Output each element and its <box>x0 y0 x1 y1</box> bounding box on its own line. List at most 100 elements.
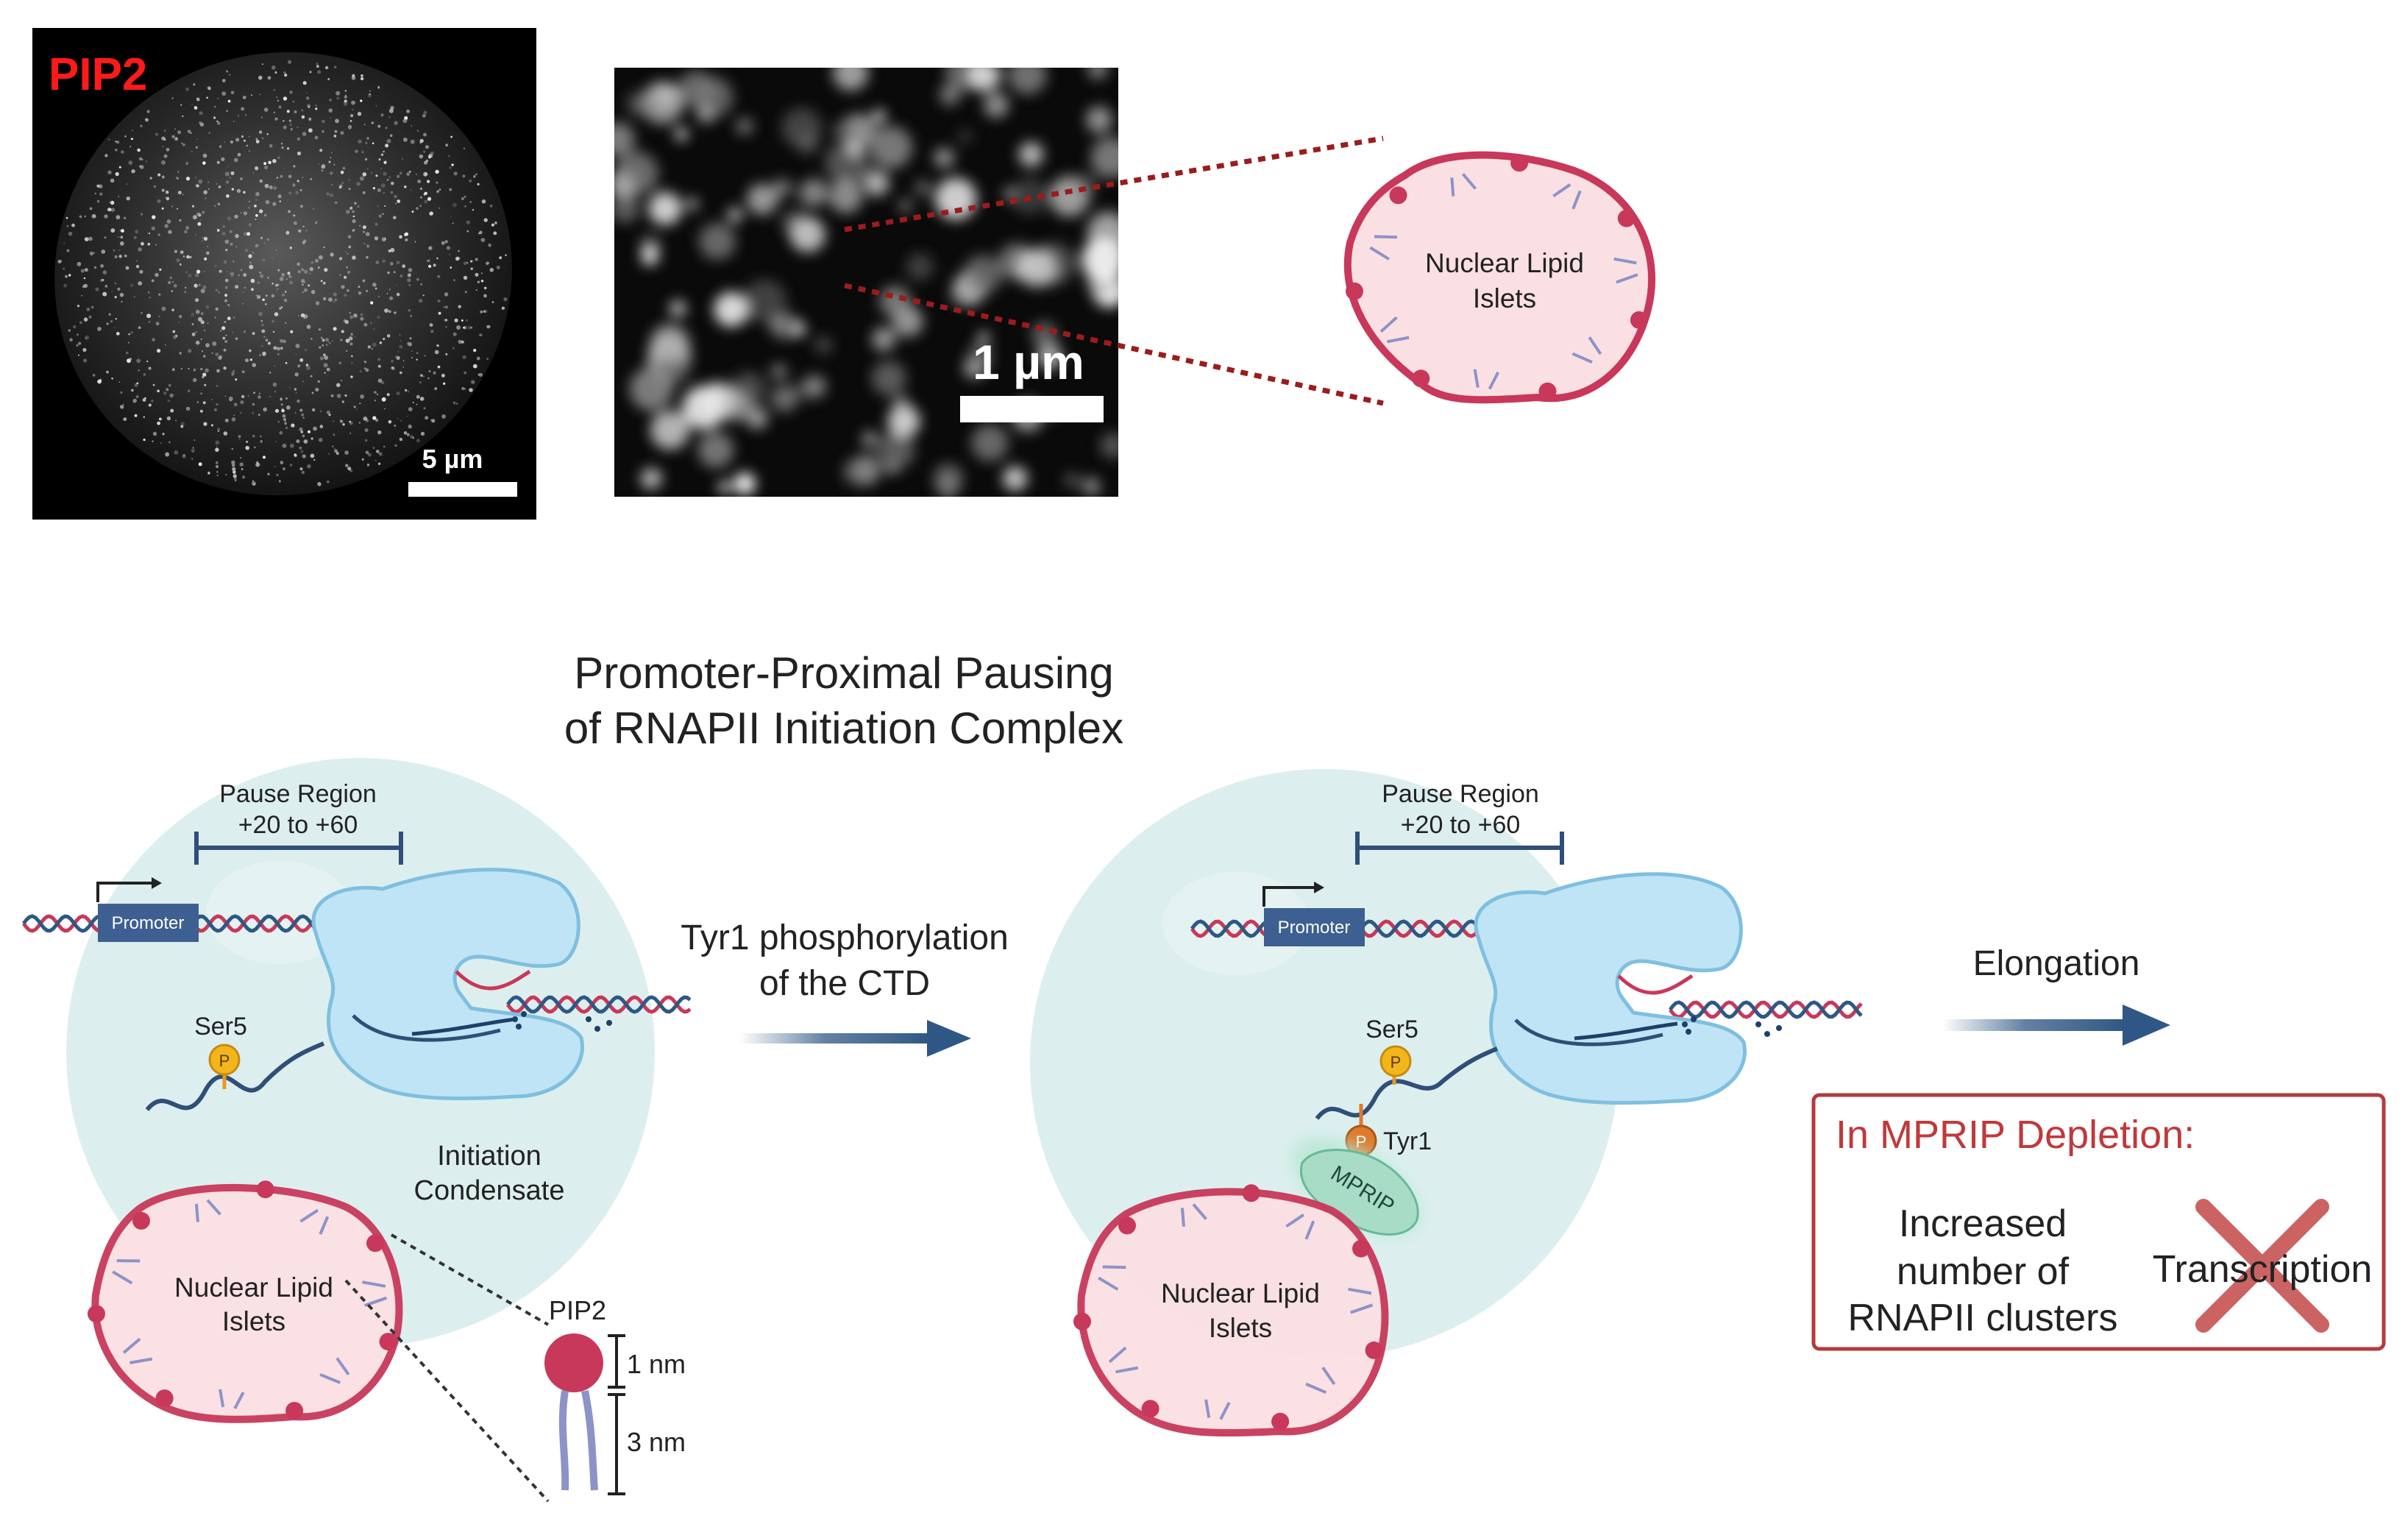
zoom-puncta <box>614 68 1118 497</box>
pip2-punctum <box>79 215 82 219</box>
zoom-punctum <box>934 177 977 220</box>
pip2-punctum <box>266 238 270 241</box>
pip2-punctum <box>180 367 182 370</box>
pip2-punctum <box>252 480 255 482</box>
pip2-punctum <box>132 138 134 141</box>
pip2-punctum <box>371 121 374 124</box>
pip2-punctum <box>478 372 483 377</box>
pip2-head-size: 1 nm <box>627 1349 686 1379</box>
dna-strand-red <box>1669 1000 1863 1019</box>
pip2-punctum <box>405 116 408 118</box>
zoom-punctum <box>614 194 640 223</box>
pip2-punctum <box>323 246 325 249</box>
pip2-punctum <box>202 285 207 289</box>
pip2-punctum <box>428 264 432 268</box>
pip2-punctum <box>423 132 427 137</box>
pip2-punctum <box>217 431 219 433</box>
pip2-punctum <box>384 205 386 207</box>
pip2-punctum <box>326 367 330 372</box>
pip2-punctum <box>283 418 286 422</box>
pip2-punctum <box>372 187 375 190</box>
pip2-punctum <box>172 281 174 283</box>
pip2-punctum <box>151 279 155 283</box>
pip2-punctum <box>341 182 344 184</box>
pip2-punctum <box>149 177 152 180</box>
pip2-punctum <box>308 105 310 108</box>
zoom-punctum <box>773 178 792 197</box>
pip2-punctum <box>76 333 79 336</box>
pip2-puncta <box>57 60 508 486</box>
pip2-punctum <box>259 93 260 96</box>
pip2-punctum <box>310 437 313 440</box>
pip2-punctum <box>422 294 425 297</box>
zoom-punctum <box>877 431 914 469</box>
pip2-punctum <box>263 242 266 244</box>
pip2-punctum <box>204 383 207 386</box>
pip2-punctum <box>223 431 228 436</box>
pip2-punctum <box>477 183 480 185</box>
pip2-punctum <box>240 212 242 214</box>
pip2-punctum <box>285 278 288 280</box>
pip2-punctum <box>377 205 379 207</box>
pip2-punctum <box>191 313 195 316</box>
zoom-punctum <box>803 375 827 398</box>
pip2-punctum <box>272 202 277 206</box>
pip2-punctum <box>180 422 185 426</box>
pip2-punctum <box>68 231 73 236</box>
zoom-punctum <box>1002 466 1028 492</box>
pip2-punctum <box>224 141 226 144</box>
pip2-punctum <box>386 178 389 182</box>
diagram-title-line-1: Promoter-Proximal Pausing <box>574 648 1114 698</box>
pip2-punctum <box>354 336 356 338</box>
pip2-tail-marker <box>1098 1265 1126 1291</box>
pip2-punctum <box>302 454 307 458</box>
pip2-punctum <box>177 208 178 210</box>
pip2-punctum <box>227 271 228 272</box>
pip2-head-marker <box>379 1333 397 1351</box>
pip2-punctum <box>232 261 235 263</box>
pip2-punctum <box>352 255 356 260</box>
right-rna-strand <box>1617 974 1694 995</box>
pip2-punctum <box>469 327 472 329</box>
pip2-punctum <box>224 171 230 177</box>
pip2-punctum <box>274 391 277 393</box>
pip2-punctum <box>174 284 177 288</box>
pip2-punctum <box>196 212 201 217</box>
pip2-punctum <box>352 210 355 213</box>
pip2-punctum <box>466 220 471 225</box>
pip2-punctum <box>204 330 206 332</box>
pip2-punctum <box>501 306 505 310</box>
pip2-punctum <box>129 358 132 361</box>
pip2-punctum <box>200 338 202 340</box>
pip2-punctum <box>217 121 221 125</box>
pip2-punctum <box>123 417 127 421</box>
pip2-punctum <box>464 371 466 375</box>
pip2-punctum <box>488 244 491 247</box>
pip2-punctum <box>407 278 411 283</box>
pip2-punctum <box>373 328 375 330</box>
pip2-punctum <box>372 416 377 420</box>
pip2-punctum <box>185 271 188 274</box>
pip2-punctum <box>138 281 143 286</box>
pip2-punctum <box>298 314 299 316</box>
pip2-punctum <box>477 280 480 283</box>
pip2-punctum <box>171 97 174 99</box>
pip2-punctum <box>258 395 261 399</box>
pip2-punctum <box>283 467 285 471</box>
zoom-punctum <box>797 132 819 155</box>
pip2-head-marker <box>1365 1341 1383 1359</box>
pip2-head-marker <box>1389 186 1407 205</box>
pip2-punctum <box>418 299 423 303</box>
pip2-punctum <box>171 308 174 312</box>
zoom-punctum <box>1085 106 1112 133</box>
zoom-punctum <box>984 92 1009 118</box>
pip2-punctum <box>197 222 202 226</box>
pip2-punctum <box>252 403 255 406</box>
pip2-punctum <box>332 340 334 342</box>
pip2-punctum <box>411 357 413 358</box>
pip2-punctum <box>344 89 347 93</box>
zoom-punctum <box>872 109 887 124</box>
pip2-tail-marker <box>319 1357 350 1384</box>
pip2-punctum <box>217 202 220 205</box>
